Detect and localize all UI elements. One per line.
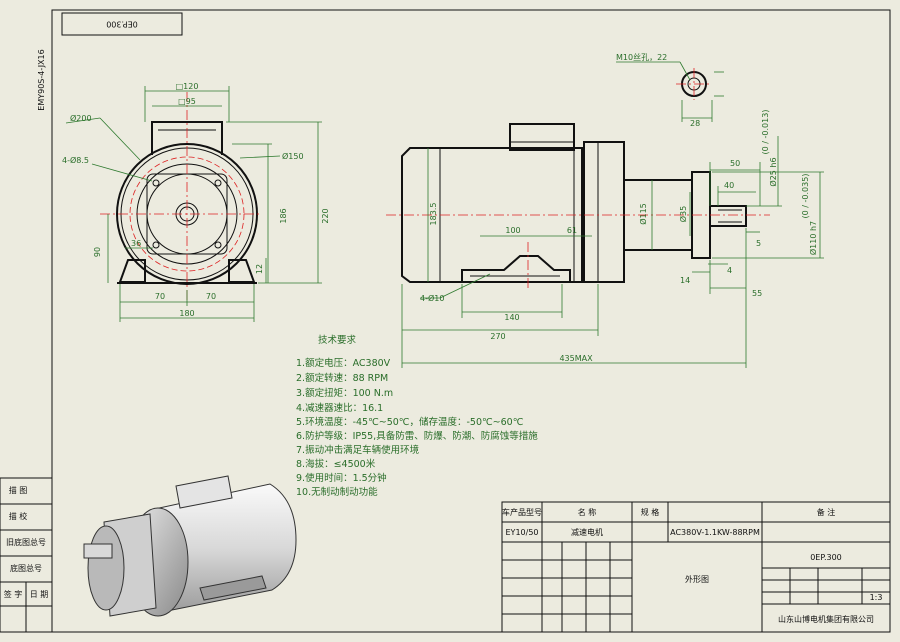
dim-h186: 186 [279,208,288,223]
title-block: 车产品型号 名 称 规 格 备 注 EY10/50 减速电机 AC380V-1.… [501,501,891,633]
left-revision-strip: 描 图 描 校 旧底图总号 底图总号 签 字 日 期 [0,477,53,633]
dim-dia-pcd: Ø150 [282,151,304,161]
strip-label-1: 描 图 [9,485,28,495]
strip-label-6: 日 期 [30,590,49,599]
dim-w70b: 70 [206,292,216,301]
dim-sq-inner: □95 [178,97,196,106]
side-view: 183.5 100 61 140 270 435MAX 4-Ø10 Ø115 Ø… [386,110,824,368]
dim-14: 14 [680,276,690,285]
dim-holes: 4-Ø8.5 [62,155,89,165]
note-9: 9.使用时间：1.5分钟 [296,472,387,484]
dim-sq-outer: □120 [176,82,199,91]
strip-label-5: 签 字 [4,589,23,599]
note-3: 3.额定扭矩：100 N.m [296,387,393,399]
dim-w70a: 70 [155,292,165,301]
note-8: 8.海拔：≤4500米 [296,458,376,470]
code-rotated-text: 0EP.300 [106,20,138,29]
drawing-frame [51,9,891,633]
dim-12: 12 [255,264,264,274]
tb-scale: 1:3 [870,593,883,602]
dim-270: 270 [490,332,505,341]
thread-detail: M10丝孔，22 28 [616,52,724,128]
tb-company: 山东山博电机集团有限公司 [778,614,874,624]
dim-pilot: Ø110 h7 [808,221,818,255]
dim-spigot: Ø115 [638,203,648,225]
dim-w180: 180 [179,309,194,318]
dim-5: 5 [756,239,761,248]
tb-row-spec: AC380V-1.1KW-88RPM [670,528,760,537]
tb-row-name: 减速电机 [571,527,603,537]
note-4: 4.减速器速比：16.1 [296,402,383,414]
thread-label: M10丝孔，22 [616,52,667,62]
strip-label-2: 描 校 [9,511,28,521]
note-6: 6.防护等级：IP55,具备防雷、防爆、防潮、防腐蚀等措施 [296,430,538,442]
technical-notes: 技术要求 1.额定电压：AC380V 2.额定转速：88 RPM 3.额定扭矩：… [296,334,538,498]
note-5: 5.环境温度：-45℃~50℃，储存温度：-50℃~60℃ [296,416,524,428]
dim-50: 50 [730,159,740,168]
dim-h220: 220 [321,208,330,223]
tb-drawing-no: 0EP.300 [810,553,842,562]
dim-4: 4 [727,266,732,275]
dim-dia-flange: Ø200 [70,113,92,123]
dim-36: 36 [131,239,141,248]
note-10: 10.无制动制动功能 [296,486,378,498]
dim-140: 140 [504,313,519,322]
model-label-vertical: EMY90S-4-JX16 [37,49,46,110]
tb-row-code: EY10/50 [506,528,539,537]
dim-h90: 90 [93,247,102,257]
iso-3d-view [83,475,297,617]
tb-col2-header: 名 称 [578,507,597,517]
tb-col1-header: 车产品型号 [502,507,542,517]
dim-height: 183.5 [429,203,438,226]
strip-label-3: 旧底图总号 [6,537,46,547]
front-view: □120 □95 Ø200 Ø150 4-Ø8.5 186 220 90 36 … [62,82,330,322]
tb-col3-header: 规 格 [641,507,660,517]
dim-28: 28 [690,119,700,128]
tb-drawing-name: 外形图 [685,574,709,584]
note-1: 1.额定电压：AC380V [296,357,391,369]
strip-label-4: 底图总号 [10,563,42,573]
dim-100: 100 [505,226,520,235]
dim-40: 40 [724,181,734,190]
note-2: 2.额定转速：88 RPM [296,372,388,384]
dim-35: Ø35 [678,206,688,222]
dim-55: 55 [752,289,762,298]
dim-pilot-tol: (0 / -0.035) [801,174,810,219]
note-7: 7.振动冲击满足车辆使用环境 [296,444,420,456]
notes-title: 技术要求 [318,334,357,346]
code-box-rotated: 0EP.300 [61,12,183,36]
dim-61: 61 [567,226,577,235]
tb-col4-header: 备 注 [817,507,836,517]
dim-shaft-tol: (0 / -0.013) [761,110,770,155]
dim-overall: 435MAX [559,354,593,363]
dim-foot-holes: 4-Ø10 [420,293,444,303]
